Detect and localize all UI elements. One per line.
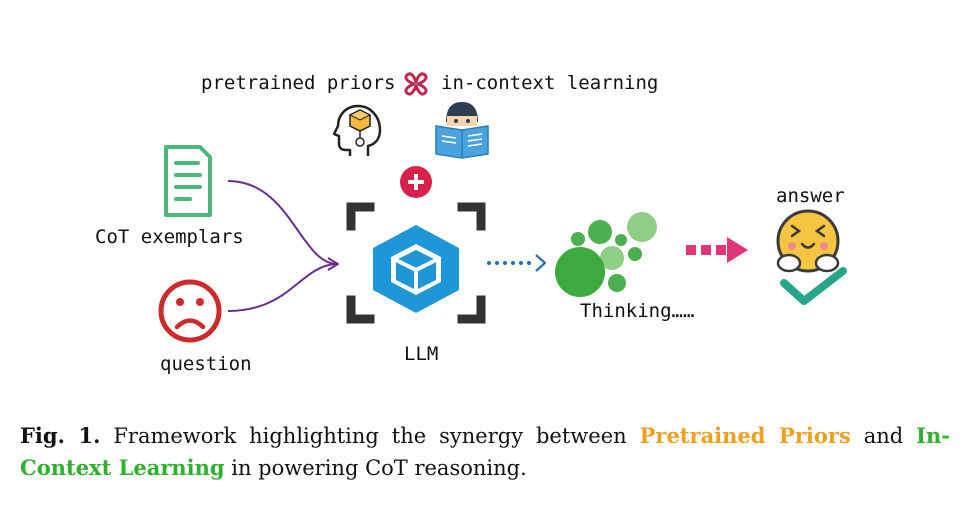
head-gear-icon [332,104,382,156]
plus-icon [400,166,432,198]
sad-face-icon [158,279,222,343]
pretrained-priors-label: pretrained priors [201,72,396,94]
caption-text-after: in powering CoT reasoning. [231,456,527,480]
thought-bubbles-icon [555,212,657,297]
question-label: question [160,353,252,375]
reading-person-icon [435,102,489,159]
figure-number: Fig. 1. [20,423,101,448]
caption-text-and: and [863,424,904,448]
cot-exemplars-label: CoT exemplars [95,226,244,248]
caption-text-before: Framework highlighting the synergy betwe… [113,424,627,448]
answer-label: answer [776,185,845,207]
llm-frame [346,202,486,324]
in-context-learning-label: in-context learning [441,72,659,94]
happy-face-icon [776,209,840,273]
dotted-arrow [487,254,547,272]
thinking-label: Thinking…… [580,300,695,322]
exemplars-arrow [227,180,337,265]
pink-arrow [686,237,748,263]
checkmark-icon [780,267,847,305]
figure-caption: Fig. 1. Framework highlighting the syner… [20,420,950,484]
cube-icon [373,225,459,313]
input-arrows [227,180,339,312]
document-icon [164,145,212,217]
caption-highlight-in-context-learning: In-Context Learning [20,423,950,480]
question-arrow [227,263,337,312]
cross-icon [404,72,428,96]
llm-label: LLM [404,343,439,365]
caption-highlight-pretrained-priors: Pretrained Priors [639,423,851,448]
